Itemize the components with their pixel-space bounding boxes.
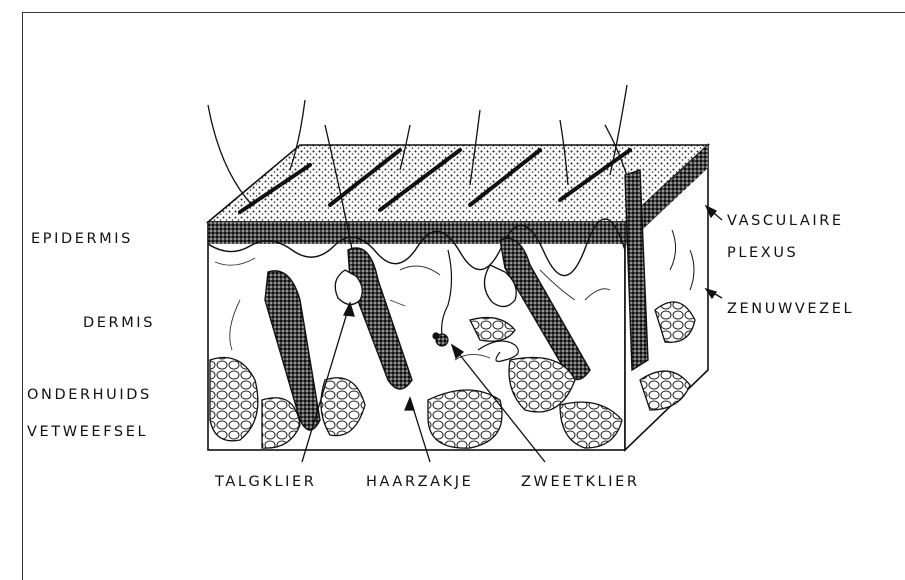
label-epidermis: EPIDERMIS — [31, 232, 133, 247]
label-zenuwvezel: ZENUWVEZEL — [727, 302, 854, 317]
label-vasculaire: VASCULAIRE — [727, 214, 844, 229]
label-talgklier: TALGKLIER — [215, 475, 316, 490]
label-subcutis-line1: ONDERHUIDS — [27, 388, 152, 403]
fat-lobule-4 — [428, 390, 502, 448]
label-plexus: PLEXUS — [727, 246, 798, 261]
label-subcutis-line2: VETWEEFSEL — [27, 425, 148, 440]
label-dermis: DERMIS — [83, 316, 155, 331]
label-haarzakje: HAARZAKJE — [366, 475, 473, 490]
fat-lobule-side-2 — [640, 371, 690, 410]
label-zweetklier: ZWEETKLIER — [521, 475, 640, 490]
